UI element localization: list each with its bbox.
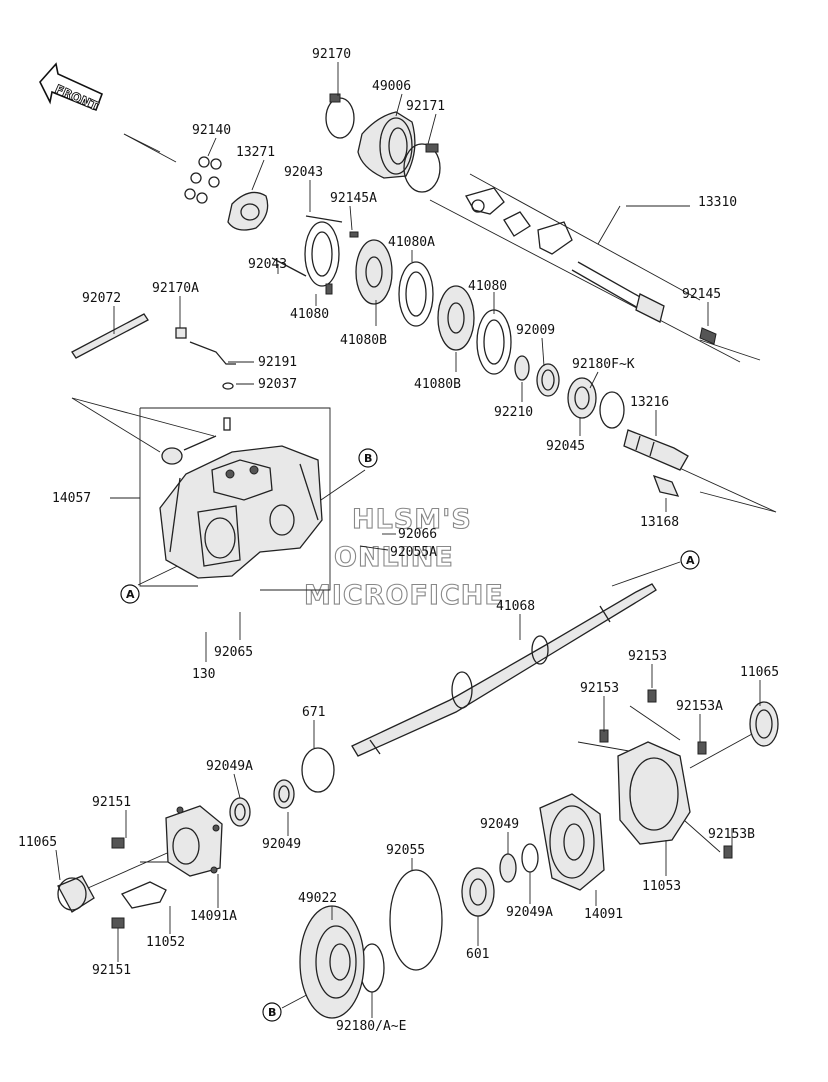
- label-13168: 13168: [640, 515, 679, 530]
- gear-case-housing: [139, 407, 331, 591]
- label-92066: 92066: [398, 527, 437, 542]
- label-92049A-left: 92049A: [206, 759, 253, 774]
- pinion-gear: [623, 429, 689, 497]
- front-direction-arrow: FRONT: [39, 62, 104, 114]
- boot-assembly: [325, 93, 441, 193]
- label-leaders: [55, 62, 761, 1018]
- label-41080-right: 41080: [468, 279, 507, 294]
- label-92049-right: 92049: [480, 817, 519, 832]
- label-92153-upper: 92153: [628, 649, 667, 664]
- label-92055A: 92055A: [390, 545, 437, 560]
- label-14057: 14057: [52, 491, 91, 506]
- bearings-seals: [514, 355, 625, 429]
- cam-plate: [227, 191, 269, 231]
- label-41080-left: 41080: [290, 307, 329, 322]
- label-13216: 13216: [630, 395, 669, 410]
- label-11053: 11053: [642, 879, 681, 894]
- left-cover-assembly: [57, 805, 223, 929]
- label-41068: 41068: [496, 599, 535, 614]
- label-41080B-lower: 41080B: [414, 377, 461, 392]
- label-92170A: 92170A: [152, 281, 199, 296]
- right-cover-assembly: [461, 689, 779, 917]
- label-92151-lower: 92151: [92, 963, 131, 978]
- label-92153-lower: 92153: [580, 681, 619, 696]
- label-130: 130: [192, 667, 215, 682]
- label-13310: 13310: [698, 195, 737, 210]
- label-92153A: 92153A: [676, 699, 723, 714]
- label-92037: 92037: [258, 377, 297, 392]
- label-49022: 49022: [298, 891, 337, 906]
- callout-b-housing: B: [358, 448, 378, 468]
- label-14091A: 14091A: [190, 909, 237, 924]
- label-41080B-upper: 41080B: [340, 333, 387, 348]
- label-11052: 11052: [146, 935, 185, 950]
- label-92009: 92009: [516, 323, 555, 338]
- callout-a-housing: A: [120, 584, 140, 604]
- svg-text:A: A: [126, 588, 135, 601]
- watermark-line-2: ONLINE: [334, 542, 454, 573]
- label-11065-left: 11065: [18, 835, 57, 850]
- label-92043-upper: 92043: [284, 165, 323, 180]
- steel-balls: [184, 156, 222, 204]
- watermark: HLSM'S ONLINE MICROFICHE: [303, 503, 504, 611]
- label-92153B: 92153B: [708, 827, 755, 842]
- label-11065-right: 11065: [740, 665, 779, 680]
- label-92191: 92191: [258, 355, 297, 370]
- label-14091: 14091: [584, 907, 623, 922]
- propeller-shaft-joint: [465, 187, 717, 345]
- label-13271: 13271: [236, 145, 275, 160]
- watermark-line-3: MICROFICHE: [304, 580, 504, 611]
- label-92049A-right: 92049A: [506, 905, 553, 920]
- label-671: 671: [302, 705, 325, 720]
- callout-markers: B A A B: [120, 448, 700, 1022]
- label-92140: 92140: [192, 123, 231, 138]
- label-92180-A-E: 92180/A~E: [336, 1019, 406, 1034]
- label-92043-lower: 92043: [248, 257, 287, 272]
- svg-text:B: B: [268, 1006, 276, 1019]
- label-92180F-K: 92180F~K: [572, 357, 635, 372]
- svg-text:A: A: [686, 554, 695, 567]
- label-92072: 92072: [82, 291, 121, 306]
- clutch-pack: [271, 215, 512, 375]
- callout-a-shaft: A: [680, 550, 700, 570]
- label-49006: 49006: [372, 79, 411, 94]
- label-601: 601: [466, 947, 489, 962]
- hoses-fittings: [71, 313, 236, 390]
- label-92210: 92210: [494, 405, 533, 420]
- svg-text:B: B: [364, 452, 372, 465]
- ring-gear: [299, 905, 365, 1019]
- watermark-line-1: HLSM'S: [352, 504, 472, 535]
- label-92171: 92171: [406, 99, 445, 114]
- label-92065: 92065: [214, 645, 253, 660]
- label-92151-upper: 92151: [92, 795, 131, 810]
- label-41080A: 41080A: [388, 235, 435, 250]
- label-92145A: 92145A: [330, 191, 377, 206]
- label-92145: 92145: [682, 287, 721, 302]
- output-shaft: [351, 583, 657, 757]
- callout-b-ring-gear: B: [262, 1002, 282, 1022]
- part-labels: 92170 49006 92171 92140 13271 92043 9214…: [18, 47, 779, 1034]
- label-92170: 92170: [312, 47, 351, 62]
- label-92049-left: 92049: [262, 837, 301, 852]
- label-92055: 92055: [386, 843, 425, 858]
- label-92045: 92045: [546, 439, 585, 454]
